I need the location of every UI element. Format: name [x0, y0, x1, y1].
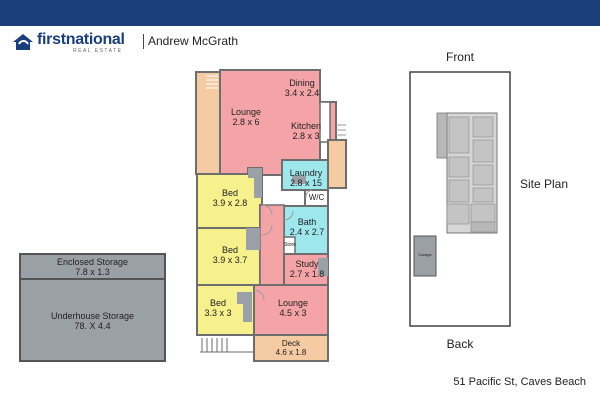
- underhouse-storage-name: Underhouse Storage: [50, 311, 135, 321]
- label-front: Front: [445, 50, 474, 64]
- label-site-plan: Site Plan: [520, 177, 569, 191]
- study-dims: 2.7 x 1.8: [289, 269, 325, 279]
- left-strip: [195, 71, 221, 175]
- label-garage: Garage: [418, 252, 432, 257]
- brand-national: national: [65, 31, 125, 48]
- wardrobe-1: [248, 168, 262, 198]
- wardrobe-5: [292, 176, 306, 184]
- right-strip: [327, 139, 347, 189]
- dining-dims: 3.4 x 2.4: [284, 88, 320, 98]
- garage-block: [413, 235, 437, 277]
- bed-2-dims: 3.9 x 3.7: [212, 255, 248, 265]
- bed-1-name: Bed: [221, 188, 238, 198]
- kitchen-counter: [319, 101, 331, 143]
- site-house-thumbnail: [436, 112, 498, 234]
- door-swings: [253, 189, 313, 301]
- hallway: [259, 204, 285, 286]
- kitchen-name: Kitchen: [290, 121, 322, 131]
- kitchen-stairs: [336, 124, 346, 141]
- deck-name: Deck: [281, 339, 301, 348]
- lounge-top-name: Lounge: [230, 107, 262, 117]
- lounge-top-dims: 2.8 x 6: [232, 117, 260, 127]
- deck: [253, 334, 329, 362]
- brand-separator: [143, 34, 144, 49]
- bed-2-name: Bed: [221, 245, 238, 255]
- brand-subtext: REAL ESTATE: [73, 48, 123, 54]
- brand-first: first: [37, 31, 66, 48]
- underhouse-storage-block: [19, 278, 166, 362]
- enclosed-storage-block: [19, 253, 166, 280]
- laundry-name: Laundry: [289, 168, 323, 178]
- bed-1-dims: 3.9 x 2.8: [212, 198, 248, 208]
- lounge-bottom-dims: 4.5 x 3: [279, 308, 307, 318]
- bath-name: Bath: [297, 217, 317, 227]
- dining-name: Dining: [289, 78, 315, 88]
- agent-name: Andrew McGrath: [148, 34, 239, 48]
- left-stairs: [206, 75, 218, 89]
- lounge-bottom-name: Lounge: [277, 298, 309, 308]
- agency-logo: firstnational REAL ESTATE Andrew McGrath: [12, 31, 262, 54]
- laundry-dims: 2.8 x 15: [289, 178, 323, 188]
- underhouse-storage-dims: 78. X 4.4: [74, 321, 111, 331]
- wardrobe-3: [237, 292, 252, 322]
- label-store: Store: [284, 242, 296, 248]
- property-address: 51 Pacific St, Caves Beach: [453, 376, 586, 388]
- brand-name: firstnational: [37, 31, 125, 49]
- bed-3-name: Bed: [209, 298, 226, 308]
- study-name: Study: [295, 259, 319, 269]
- wardrobe-4: [318, 258, 328, 276]
- house-logo-icon: [13, 34, 33, 50]
- enclosed-storage-dims: 7.8 x 1.3: [75, 267, 110, 277]
- label-back: Back: [446, 337, 474, 351]
- bath-dims: 2.4 x 2.7: [289, 227, 325, 237]
- wardrobe-2: [246, 228, 260, 250]
- deck-dims: 4.6 x 1.8: [275, 348, 307, 357]
- bed-3-dims: 3.3 x 3: [204, 308, 232, 318]
- header-bar: [0, 0, 600, 26]
- kitchen-dims: 2.8 x 3: [292, 131, 320, 141]
- label-wc: W/C: [308, 193, 325, 202]
- deck-stairs: [200, 338, 254, 353]
- enclosed-storage-name: Enclosed Storage: [56, 257, 129, 267]
